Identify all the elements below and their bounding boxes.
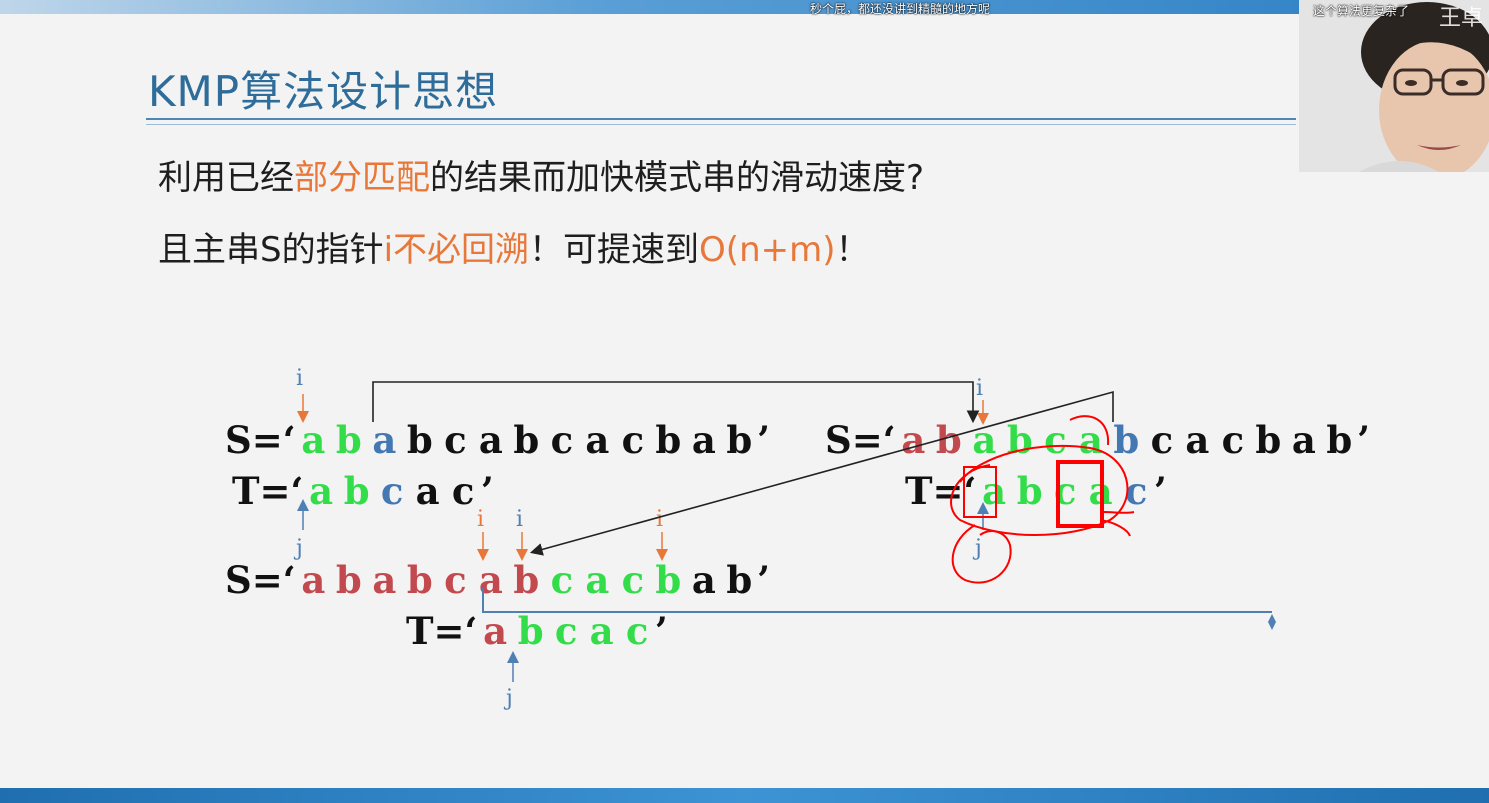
main-string-char: b bbox=[335, 558, 362, 602]
main-string-char: b bbox=[513, 418, 540, 462]
highlight-partial-match: 部分匹配 bbox=[294, 158, 430, 198]
highlight-no-backtrack: i不必回溯 bbox=[383, 230, 530, 270]
connector-arrow bbox=[529, 390, 1114, 556]
main-string-char: a bbox=[301, 418, 326, 462]
pattern-char: b bbox=[517, 609, 544, 653]
main-string-char: b bbox=[726, 418, 753, 462]
main-string-char: b bbox=[655, 418, 682, 462]
pattern-char: c bbox=[1124, 469, 1148, 513]
pattern-char: c bbox=[380, 469, 404, 513]
S-prefix: S=‘ bbox=[225, 558, 296, 602]
main-string-char: a bbox=[1185, 418, 1210, 462]
pointer-i-label: i bbox=[296, 366, 304, 391]
S-suffix: ’ bbox=[1357, 418, 1370, 462]
main-string-char: c bbox=[444, 418, 467, 462]
pattern-char: c bbox=[554, 609, 578, 653]
main-string-char: b bbox=[1006, 418, 1033, 462]
main-string-char: a bbox=[1078, 418, 1103, 462]
text-segment: ！可提速到 bbox=[529, 230, 700, 270]
text-segment: ！ bbox=[835, 230, 870, 270]
T-prefix: T=‘ bbox=[232, 469, 304, 513]
main-string-char: a bbox=[1291, 418, 1316, 462]
T-suffix: ’ bbox=[480, 469, 494, 513]
webcam-overlay: 王卓 这个算法更复杂了 bbox=[1299, 0, 1489, 172]
danmaku-comment: 这个算法更复杂了 bbox=[1313, 4, 1410, 18]
presenter-face bbox=[1299, 0, 1489, 172]
text-segment: 利用已经 bbox=[158, 158, 294, 198]
slide-text-line-1: 利用已经部分匹配的结果而加快模式串的滑动速度? bbox=[158, 150, 924, 199]
pattern-char: b bbox=[343, 469, 370, 513]
main-string-char: b bbox=[1113, 418, 1140, 462]
main-string-char: a bbox=[585, 418, 610, 462]
pointer-j-label: j bbox=[296, 536, 303, 561]
main-string-char: c bbox=[550, 418, 574, 462]
T-suffix: ’ bbox=[1153, 469, 1167, 513]
S-suffix: ’ bbox=[757, 418, 770, 462]
pattern-char: b bbox=[1016, 469, 1043, 513]
main-string-char: a bbox=[478, 558, 503, 602]
pointer-i-label: i bbox=[516, 507, 524, 532]
main-string-char: b bbox=[406, 418, 433, 462]
pattern-char: c bbox=[625, 609, 649, 653]
S-prefix: S=‘ bbox=[225, 418, 296, 462]
main-string-char: b bbox=[513, 558, 540, 602]
main-string-char: c bbox=[550, 558, 574, 602]
handwritten-annotation bbox=[950, 415, 1135, 584]
pointer-i-label: i bbox=[477, 507, 485, 532]
range-bracket-end bbox=[1268, 614, 1276, 630]
pattern-char: a bbox=[309, 469, 334, 513]
main-string-char: a bbox=[901, 418, 926, 462]
main-string-char: b bbox=[335, 418, 362, 462]
main-string-char: a bbox=[691, 418, 716, 462]
main-string-char: c bbox=[621, 558, 645, 602]
slide-title: KMP算法设计思想 bbox=[148, 67, 499, 116]
pointer-j-label: j bbox=[975, 536, 982, 561]
title-divider bbox=[146, 118, 1296, 120]
main-string-char: b bbox=[726, 558, 753, 602]
watermark: 王卓 bbox=[1438, 6, 1483, 31]
main-string-char: b bbox=[655, 558, 682, 602]
pattern-char: a bbox=[483, 609, 508, 653]
main-string-char: a bbox=[301, 558, 326, 602]
main-string-char: b bbox=[1326, 418, 1353, 462]
main-string-char: b bbox=[406, 558, 433, 602]
pointer-j-label: j bbox=[506, 686, 513, 711]
T-suffix: ’ bbox=[654, 609, 668, 653]
main-string-char: a bbox=[585, 558, 610, 602]
T-prefix: T=‘ bbox=[406, 609, 478, 653]
pattern-char: c bbox=[451, 469, 475, 513]
main-string-char: c bbox=[1044, 418, 1067, 462]
main-string-char: a bbox=[372, 558, 397, 602]
pointer-i-label: i bbox=[976, 376, 984, 401]
pattern-char: a bbox=[589, 609, 614, 653]
title-divider-thin bbox=[146, 124, 1296, 125]
pointer-i-label: i bbox=[656, 507, 664, 532]
main-string-char: c bbox=[1221, 418, 1245, 462]
top-bar bbox=[0, 0, 1489, 14]
main-string-char: c bbox=[1150, 418, 1174, 462]
pattern-char: a bbox=[415, 469, 440, 513]
range-bracket bbox=[482, 588, 1272, 613]
main-string-char: a bbox=[691, 558, 716, 602]
S-suffix: ’ bbox=[757, 558, 770, 602]
highlight-complexity: O(n+m) bbox=[699, 230, 836, 270]
main-string-char: b bbox=[1255, 418, 1282, 462]
text-segment: 的结果而加快模式串的滑动速度? bbox=[430, 158, 925, 198]
text-segment: 且主串S的指针 bbox=[158, 230, 384, 270]
main-string-char: a bbox=[478, 418, 503, 462]
connector-arrow bbox=[372, 381, 980, 424]
danmaku-comment: 秒个屁，都还没讲到精髓的地方呢 bbox=[810, 2, 991, 16]
slide-text-line-2: 且主串S的指针i不必回溯！可提速到O(n+m)！ bbox=[158, 222, 870, 271]
main-string-char: c bbox=[621, 418, 645, 462]
main-string-char: a bbox=[372, 418, 397, 462]
bottom-bar bbox=[0, 788, 1489, 803]
main-string-char: c bbox=[444, 558, 467, 602]
